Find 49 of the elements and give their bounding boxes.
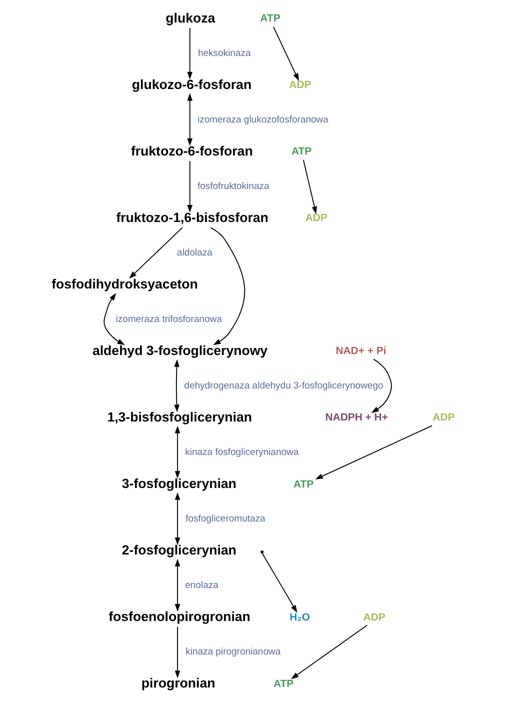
node-text: fruktozo-1,6-bisfosforan [116, 210, 268, 226]
node-text: glukozo-6-fosforan [131, 76, 252, 92]
node-text: 3-fosfoglicerynian [121, 476, 236, 492]
node-text: ATP [292, 479, 314, 490]
arrow [174, 492, 180, 546]
node-text: fosfodihydroksyaceton [51, 276, 198, 292]
edge-label: fosfofruktokinaza [196, 181, 269, 192]
edge-label: kinaza fosfoglicerynianowa [184, 447, 298, 458]
node-text: 2-fosfoglicerynian [121, 542, 236, 558]
node-text: aldehyd 3-fosfoglicerynowy [92, 343, 268, 358]
node-text: ADP [304, 213, 327, 224]
node-text: ADP [432, 412, 454, 424]
node-text: H₂O [289, 612, 310, 624]
arrow [186, 160, 192, 213]
arrow [370, 358, 392, 413]
arrow [174, 359, 179, 412]
edge-label: heksokinaza [197, 48, 250, 60]
edge-label: fosfogliceromutaza [185, 514, 265, 525]
edge-label: kinaza pirogronianowa [185, 646, 280, 658]
arrow [261, 552, 297, 613]
edge-label: izomeraza glukozofosforanowa [196, 114, 328, 126]
arrow [186, 93, 192, 146]
arrow [174, 626, 180, 678]
arrow [103, 293, 124, 346]
node-text: pirogronian [140, 676, 215, 691]
edge-label: enolaza [184, 580, 218, 592]
arrow [272, 26, 298, 82]
node-text: fosfoenolopirogronian [108, 609, 250, 624]
node-text: ADP [362, 612, 385, 624]
arrow [174, 426, 180, 479]
arrow [186, 28, 192, 80]
arrow [290, 624, 368, 680]
node-text: ADP [288, 80, 311, 92]
node-text: ATP [272, 678, 294, 690]
arrow [314, 425, 432, 480]
arrow [128, 227, 182, 279]
edge-label: izomeraza trifosforanowa [115, 314, 222, 326]
node-text: 1,3-bisfosfoglicerynian [106, 410, 252, 425]
arrow [210, 227, 245, 346]
edge-label: dehydrogenaza aldehydu 3-fosfoglicerynowego [184, 380, 383, 392]
node-text: fruktozo-6-fosforan [130, 144, 252, 159]
node-text: NADPH + H+ [324, 412, 388, 424]
node-text: NAD+ + Pi [335, 346, 386, 358]
node-text: ATP [260, 14, 280, 25]
arrow [174, 558, 180, 612]
node-text: glukoza [165, 10, 215, 26]
arrow [302, 159, 317, 214]
node-text: ATP [291, 146, 312, 158]
edge-label: aldolaza [176, 248, 212, 259]
